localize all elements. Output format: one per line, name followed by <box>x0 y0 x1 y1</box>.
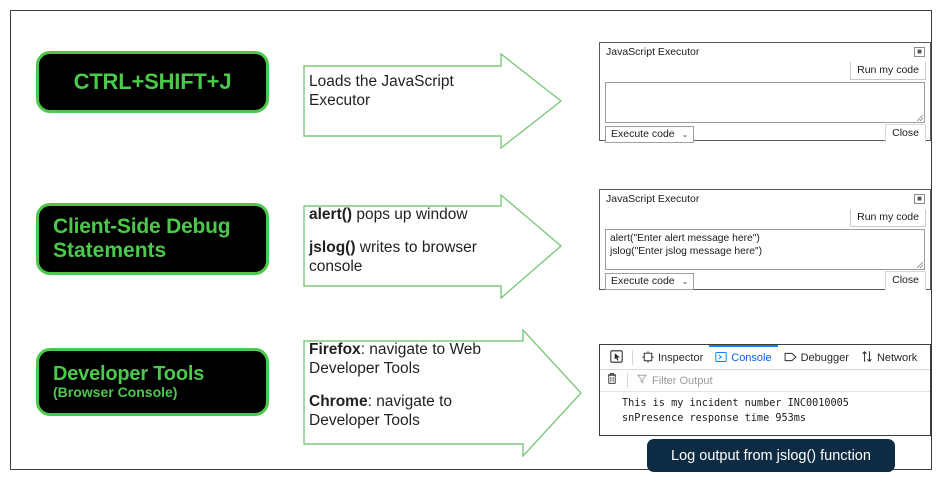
console-icon <box>715 351 727 366</box>
tab-console[interactable]: Console <box>709 345 778 369</box>
arrow-line-2-rest: : navigate to Developer Tools <box>309 392 453 429</box>
arrow-shape-1 <box>303 53 563 149</box>
execute-code-select-label: Execute code <box>611 128 675 140</box>
arrow-shape-2 <box>303 194 563 299</box>
tab-divider <box>632 349 633 365</box>
toolbar-divider <box>627 373 628 388</box>
log-output-callout-label: Log output from jslog() function <box>671 447 871 464</box>
dialog-titlebar: JavaScript Executor ■ <box>600 190 930 209</box>
dialog-footer: Execute code ⌄ Close <box>600 124 930 146</box>
debugger-icon <box>784 351 797 366</box>
devtools-toolbar: Filter Output <box>600 370 930 392</box>
chevron-down-icon: ⌄ <box>681 130 689 139</box>
arrow-text-3: Firefox: navigate to Web Developer Tools… <box>309 341 514 431</box>
topic-pill-debug-statements: Client-Side Debug Statements <box>36 203 269 275</box>
arrow-text-2: alert() pops up window jslog() writes to… <box>309 206 514 277</box>
tab-inspector-label: Inspector <box>658 352 704 364</box>
topic-pill-debug-line2: Statements <box>53 239 167 262</box>
arrow-shape-3 <box>303 329 582 457</box>
run-my-code-button[interactable]: Run my code <box>850 62 926 80</box>
close-button[interactable]: Close <box>885 124 926 143</box>
console-row: This is my incident number INC0010005 <box>622 398 849 409</box>
devtools-tab-bar: Inspector Console Debugger <box>600 345 930 370</box>
element-picker-icon <box>610 350 623 366</box>
code-textarea[interactable] <box>605 82 925 123</box>
dialog-runbar: Run my code <box>600 62 930 80</box>
arrow-line-1-bold: alert() <box>309 206 353 223</box>
resize-grip-icon[interactable] <box>917 115 923 121</box>
run-my-code-button[interactable]: Run my code <box>850 209 926 227</box>
dialog-runbar: Run my code <box>600 209 930 227</box>
dialog-title: JavaScript Executor <box>606 193 700 205</box>
tab-inspector[interactable]: Inspector <box>636 345 709 369</box>
execute-code-select-label: Execute code <box>611 275 675 287</box>
inspector-icon <box>642 350 654 366</box>
code-textarea[interactable]: alert("Enter alert message here") jslog(… <box>605 229 925 270</box>
arrow-line-1-rest: pops up window <box>352 206 468 223</box>
arrow-line-2: jslog() writes to browser console <box>309 239 514 277</box>
filter-icon <box>636 374 648 387</box>
code-line-2: jslog("Enter jslog message here") <box>610 246 763 258</box>
execute-code-select[interactable]: Execute code ⌄ <box>605 126 695 143</box>
close-button[interactable]: Close <box>885 271 926 290</box>
arrow-line-1: Loads the JavaScript Executor <box>309 73 454 109</box>
topic-pill-developer-tools: Developer Tools (Browser Console) <box>36 348 269 416</box>
slide-frame: CTRL+SHIFT+J Loads the JavaScript Execut… <box>10 10 932 472</box>
arrow-line-2-bold: Chrome <box>309 392 368 410</box>
close-icon[interactable]: ■ <box>914 194 925 204</box>
trash-icon[interactable] <box>606 372 618 390</box>
arrow-line-1: Firefox: navigate to Web Developer Tools <box>309 341 514 379</box>
topic-pill-shortcut: CTRL+SHIFT+J <box>36 51 269 113</box>
arrow-line-2: Chrome: navigate to Developer Tools <box>309 393 514 431</box>
arrow-callout-2: alert() pops up window jslog() writes to… <box>303 194 563 299</box>
tab-network[interactable]: Network <box>855 345 923 369</box>
arrow-line-2-bold: jslog() <box>309 238 356 256</box>
javascript-executor-dialog-filled[interactable]: JavaScript Executor ■ Run my code alert(… <box>599 189 931 290</box>
javascript-executor-dialog-empty[interactable]: JavaScript Executor ■ Run my code Execut… <box>599 42 931 143</box>
filter-output-placeholder: Filter Output <box>652 374 713 387</box>
tab-debugger-label: Debugger <box>800 352 849 364</box>
log-output-callout: Log output from jslog() function <box>647 439 895 472</box>
devtools-console-panel[interactable]: Inspector Console Debugger <box>599 344 931 436</box>
arrow-callout-1: Loads the JavaScript Executor <box>303 53 563 149</box>
console-output-list: This is my incident number INC0010005 sn… <box>600 392 930 426</box>
execute-code-select[interactable]: Execute code ⌄ <box>605 273 695 290</box>
chevron-down-icon: ⌄ <box>681 277 689 286</box>
tab-element-picker[interactable] <box>604 345 629 369</box>
close-icon[interactable]: ■ <box>914 47 925 57</box>
topic-pill-shortcut-line1: CTRL+SHIFT+J <box>73 68 232 94</box>
dialog-title: JavaScript Executor <box>606 46 700 58</box>
arrow-line-1: alert() pops up window <box>309 206 514 225</box>
topic-pill-devtools-line1: Developer Tools <box>53 362 205 385</box>
arrow-line-1-rest: : navigate to Web Developer Tools <box>309 341 482 377</box>
tab-console-label: Console <box>731 352 772 364</box>
resize-grip-icon[interactable] <box>917 262 923 268</box>
filter-output-input[interactable]: Filter Output <box>636 374 713 387</box>
network-icon <box>861 350 873 366</box>
topic-pill-debug-line1: Client-Side Debug <box>53 215 231 239</box>
arrow-text-1: Loads the JavaScript Executor <box>309 73 514 111</box>
arrow-line-1-bold: Firefox <box>309 341 361 358</box>
arrow-line-2-rest: writes to browser console <box>309 238 477 275</box>
topic-pill-devtools-line2: (Browser Console) <box>53 384 178 401</box>
console-row: snPresence response time 953ms <box>622 413 807 424</box>
tab-debugger[interactable]: Debugger <box>778 345 855 369</box>
dialog-titlebar: JavaScript Executor ■ <box>600 43 930 62</box>
dialog-footer: Execute code ⌄ Close <box>600 271 930 293</box>
arrow-callout-3: Firefox: navigate to Web Developer Tools… <box>303 329 583 457</box>
code-line-1: alert("Enter alert message here") <box>610 233 760 244</box>
tab-network-label: Network <box>876 352 918 364</box>
